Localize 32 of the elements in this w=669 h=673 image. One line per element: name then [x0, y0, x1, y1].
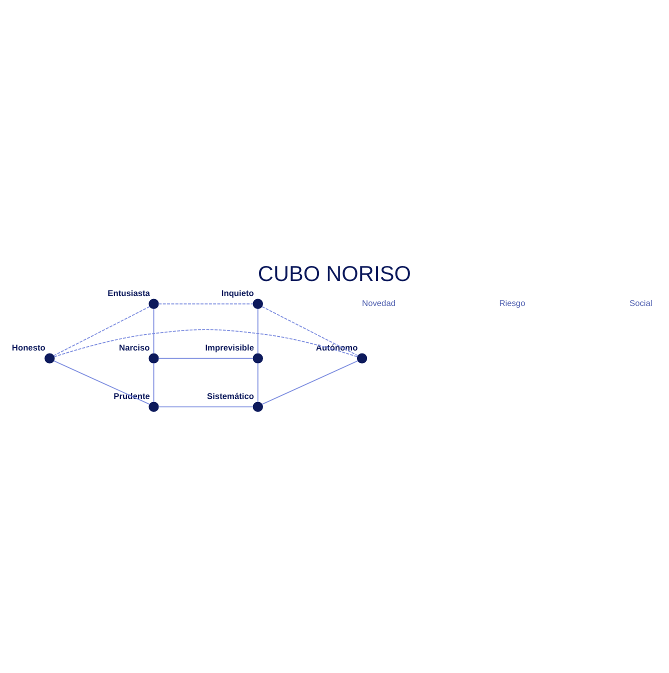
connector — [53, 306, 150, 356]
label: Riesgo — [499, 298, 526, 308]
node-circle — [148, 298, 159, 309]
connector — [153, 362, 154, 402]
connector — [54, 329, 358, 358]
connector — [262, 306, 358, 356]
node-label: Inquieto — [221, 288, 254, 298]
node-label: Prudente — [114, 391, 150, 402]
connector — [158, 358, 254, 359]
connector — [53, 360, 150, 405]
connector — [262, 360, 358, 405]
connector — [257, 362, 258, 402]
connector — [153, 308, 154, 354]
node-circle — [44, 353, 55, 364]
node-circle — [148, 353, 159, 364]
node-label: Entusiasta — [108, 288, 150, 298]
connector — [158, 406, 254, 408]
node-circle — [252, 353, 263, 364]
node-circle — [148, 402, 159, 412]
node-circle — [252, 402, 263, 412]
label: Social — [630, 298, 652, 308]
node-circle — [252, 298, 263, 309]
node-label: Narciso — [119, 342, 150, 353]
node-label: Autónomo — [316, 342, 358, 353]
node-label: Sistemático — [207, 391, 254, 402]
connector — [158, 303, 254, 304]
node-label: Honesto — [12, 342, 46, 353]
node-circle — [356, 353, 368, 364]
label: Novedad — [362, 298, 396, 308]
node-label: Imprevisible — [205, 342, 254, 353]
connector — [257, 308, 258, 354]
diagram-title: CUBO NORISO — [258, 262, 412, 286]
